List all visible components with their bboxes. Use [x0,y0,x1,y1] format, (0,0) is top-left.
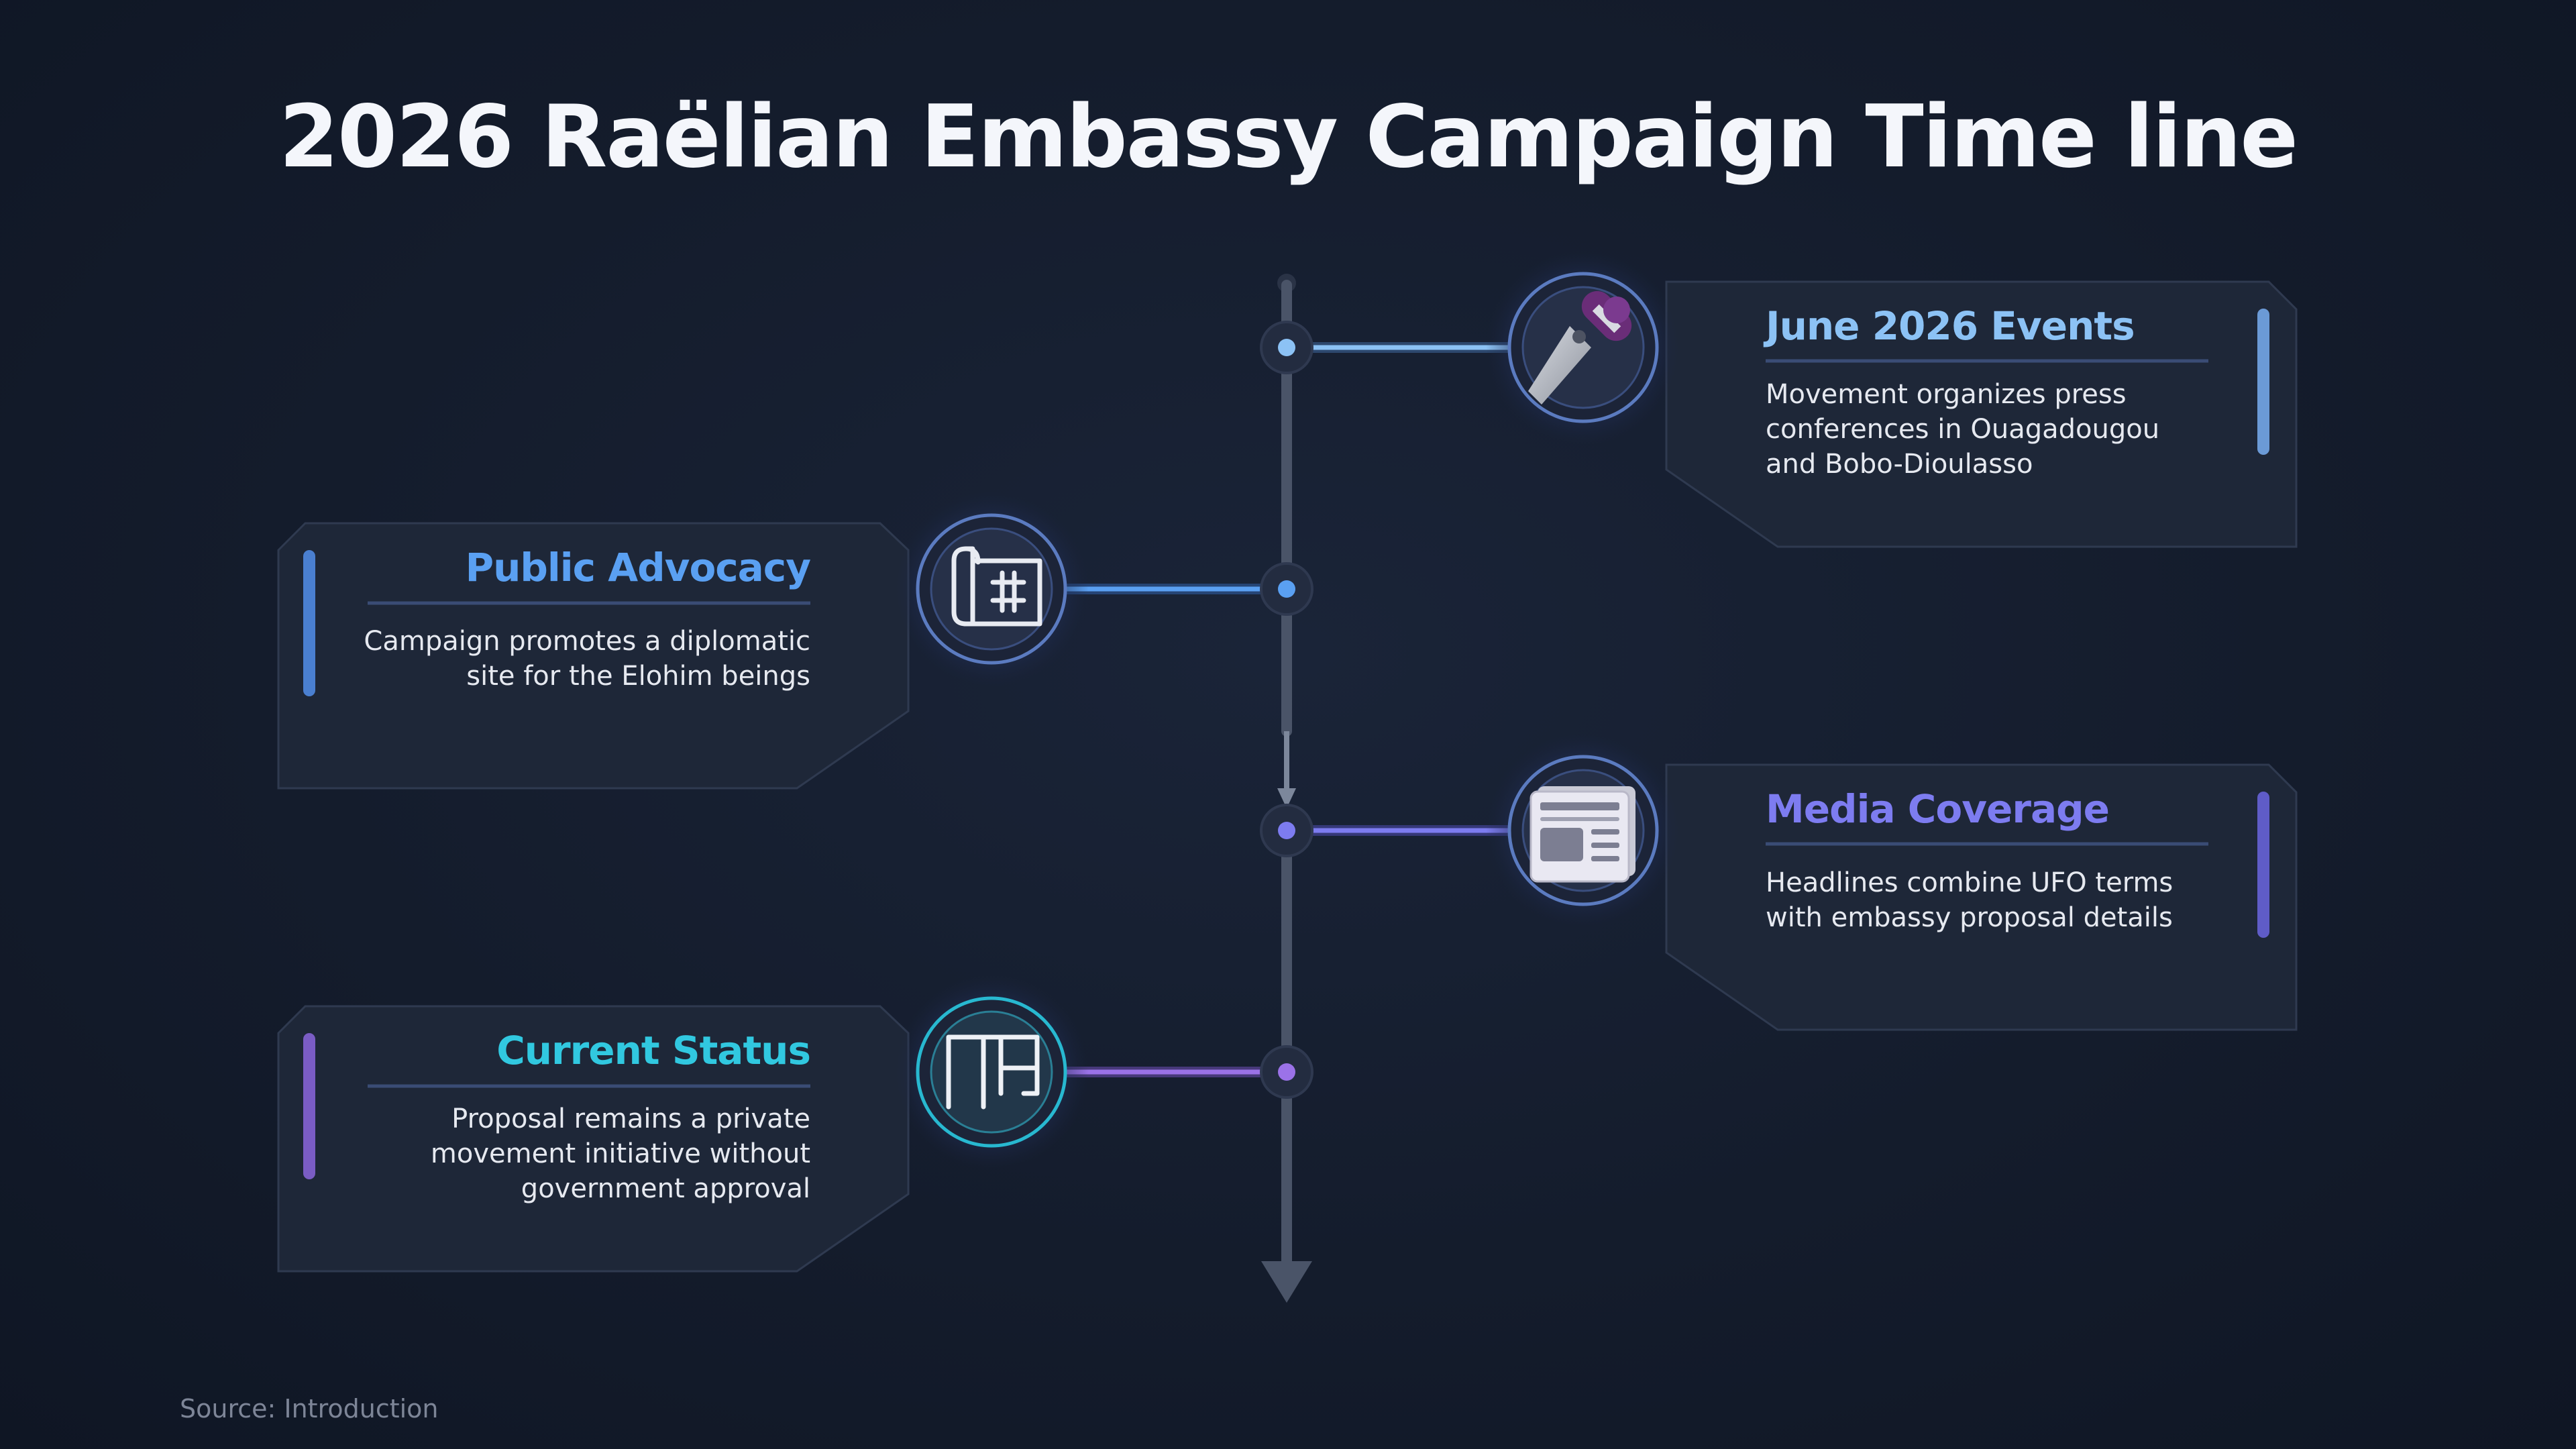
icon-badge-june-2026 [1486,250,1680,445]
connector-public-advocacy [1060,562,1313,616]
event-description-media-coverage: Headlines combine UFO terms with embassy… [1766,865,2235,935]
description-line: and Bobo-Dioulasso [1766,449,2033,480]
description-line: government approval [521,1173,810,1204]
icon-badge-public-advocacy [894,492,1089,686]
microphone-icon [1528,290,1632,405]
event-card-current-status [277,1005,910,1273]
newspaper-icon [1529,786,1635,883]
description-line: Headlines combine UFO terms [1766,867,2174,898]
accent-bar [303,550,315,696]
page-title: 2026 Raëlian Embassy Campaign Time line [278,87,2298,187]
description-line: site for the Elohim beings [466,661,810,692]
event-title-june-2026: June 2026 Events [1766,303,2135,349]
blueprint-icon [951,546,1042,627]
timeline-spine [1261,274,1312,1303]
event-description-current-status: Proposal remains a private movement init… [301,1102,810,1206]
event-card-public-advocacy [277,522,910,790]
accent-bar [303,1033,315,1179]
connector-current-status [1060,1045,1313,1099]
description-line: movement initiative without [430,1138,810,1169]
event-title-public-advocacy: Public Advocacy [465,545,811,590]
accent-bar [2257,309,2269,455]
icon-badge-current-status [894,975,1089,1169]
description-line: Proposal remains a private [451,1104,810,1134]
accent-bar [2257,792,2269,938]
description-line: Movement organizes press [1766,379,2127,410]
timeline-arrowhead [1261,1261,1312,1303]
icon-badge-media-coverage [1486,733,1680,928]
description-line: with embassy proposal details [1766,902,2173,933]
event-description-june-2026: Movement organizes press conferences in … [1766,377,2235,482]
connector-media-coverage [1260,804,1516,857]
connector-june-2026 [1260,321,1516,374]
description-line: conferences in Ouagadougou [1766,414,2160,445]
description-line: Campaign promotes a diplomatic [364,626,810,657]
event-title-media-coverage: Media Coverage [1766,786,2110,832]
source-note: Source: Introduction [180,1394,439,1424]
event-description-public-advocacy: Campaign promotes a diplomatic site for … [301,624,810,694]
event-title-current-status: Current Status [496,1028,811,1073]
unfinished-building-icon [946,1034,1040,1110]
